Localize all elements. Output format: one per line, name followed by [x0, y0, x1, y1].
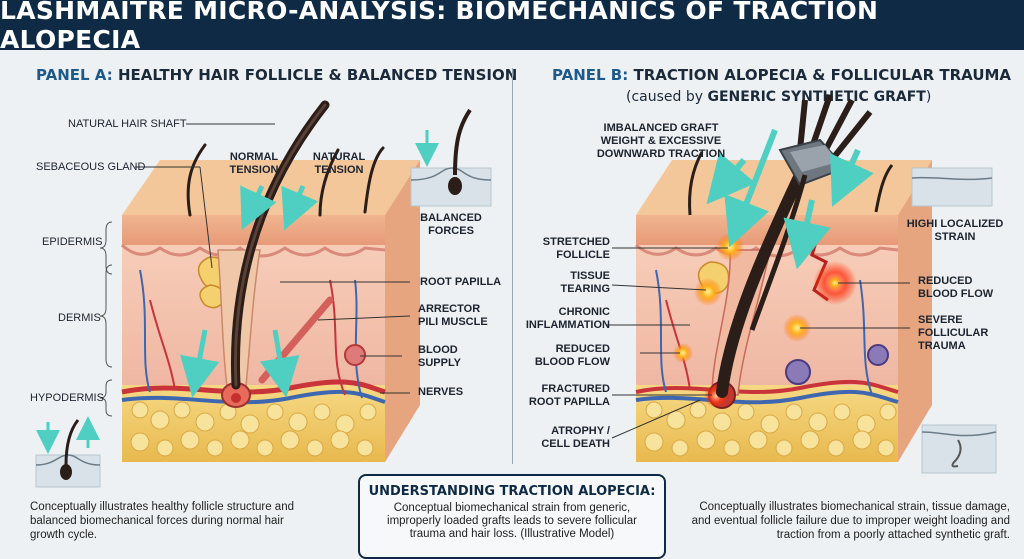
label-hypodermis: HYPODERMIS — [30, 392, 104, 404]
label-blood-line2: SUPPLY — [418, 357, 462, 369]
understanding-heading: UNDERSTANDING TRACTION ALOPECIA: — [368, 484, 656, 499]
layer-brackets — [99, 221, 113, 417]
label-high-strain-line1: HIGHI LOCALIZED — [906, 218, 1004, 230]
label-reduced-right-line2: BLOOD FLOW — [918, 288, 994, 300]
panel-b-leaders — [606, 247, 910, 439]
label-severe-line2: FOLLICULAR — [918, 327, 989, 339]
label-blood-line1: BLOOD — [418, 344, 458, 356]
panel-b-traction-arrows — [706, 128, 874, 270]
label-stretched-line1: STRETCHED — [542, 236, 610, 248]
label-balanced-line2: FORCES — [428, 225, 474, 237]
label-balanced-line1: BALANCED — [420, 212, 482, 224]
label-normal-tension-line2: TENSION — [229, 164, 279, 176]
panel-a-caption: Conceptually illustrates healthy follicl… — [30, 501, 294, 541]
panel-b-caption: Conceptually illustrates biomechanical s… — [691, 501, 1010, 541]
panel-a-skin-block — [120, 160, 420, 462]
label-reduced-left-line2: BLOOD FLOW — [534, 356, 610, 368]
label-imbalanced-line2: WEIGHT & EXCESSIVE — [600, 135, 722, 147]
balanced-forces-box — [410, 108, 492, 207]
panel-divider — [512, 68, 513, 464]
synthetic-graft — [688, 94, 894, 398]
panel-b-title: PANEL B: TRACTION ALOPECIA & FOLLICULAR … — [552, 66, 1011, 84]
label-natural-tension-line2: TENSION — [314, 164, 364, 176]
label-normal-tension-line1: NORMAL — [229, 151, 279, 163]
label-stretched-line2: FOLLICLE — [556, 249, 610, 261]
label-tissue-line1: TISSUE — [570, 270, 610, 282]
label-imbalanced-line1: IMBALANCED GRAFT — [603, 122, 719, 134]
panel-a-tension-arrows — [180, 184, 319, 398]
panel-a-title-text: HEALTHY HAIR FOLLICLE & BALANCED TENSION — [117, 66, 518, 84]
label-arrector-line1: ARRECTOR — [418, 303, 481, 315]
panel-a-small-icon — [35, 416, 101, 488]
panel-b-subtitle: (caused by GENERIC SYNTHETIC GRAFT) — [626, 89, 931, 105]
panel-b-subtitle-bold: GENERIC SYNTHETIC GRAFT — [707, 89, 926, 105]
panel-a-title: PANEL A: HEALTHY HAIR FOLLICLE & BALANCE… — [36, 66, 517, 84]
label-atrophy-cell-death: ATROPHY /CELL DEATH — [520, 425, 610, 451]
main-title: LASHMAITRE MICRO-ANALYSIS: BIOMECHANICS … — [0, 0, 879, 54]
label-chronic-line1: CHRONIC — [558, 306, 610, 318]
label-root-papilla: ROOT PAPILLA — [420, 276, 502, 288]
label-high-strain-line2: STRAIN — [934, 231, 976, 243]
understanding-text: Conceptual biomechanical strain from gen… — [387, 502, 637, 540]
label-dermis: DERMIS — [58, 312, 101, 324]
panel-a-prefix: PANEL A: — [36, 66, 113, 84]
label-sebaceous-gland: SEBACEOUS GLAND — [36, 161, 146, 173]
title-bar: LASHMAITRE MICRO-ANALYSIS: BIOMECHANICS … — [0, 0, 1024, 54]
label-fractured-line1: FRACTURED — [541, 383, 610, 395]
panel-b-subtitle-pre: (caused by — [626, 89, 708, 105]
label-nerves: NERVES — [418, 386, 464, 398]
label-atrophy-line2: CELL DEATH — [541, 438, 610, 450]
label-severe-line1: SEVERE — [918, 314, 963, 326]
panel-b-prefix: PANEL B: — [552, 66, 629, 84]
label-chronic-line2: INFLAMMATION — [525, 319, 610, 331]
label-fractured-line2: ROOT PAPILLA — [528, 396, 610, 408]
panel-a-hair — [186, 100, 385, 390]
label-reduced-right-line1: REDUCED — [918, 275, 973, 287]
label-tissue-line2: TEARING — [560, 283, 611, 295]
label-arrector-line2: PILI MUSCLE — [418, 316, 488, 328]
label-imbalanced-line3: DOWNWARD TRACTION — [596, 148, 726, 160]
label-reduced-left-line1: REDUCED — [555, 343, 610, 355]
understanding-box: UNDERSTANDING TRACTION ALOPECIA: Concept… — [358, 474, 666, 559]
label-natural-hair-shaft: NATURAL HAIR SHAFT — [68, 118, 187, 130]
label-atrophy-line1: ATROPHY / — [551, 425, 610, 437]
panel-b-title-text: TRACTION ALOPECIA & FOLLICULAR TRAUMA — [633, 66, 1012, 84]
panel-b-subtitle-post: ) — [925, 89, 932, 105]
label-epidermis: EPIDERMIS — [42, 236, 103, 248]
label-natural-tension-line1: NATURAL — [312, 151, 366, 163]
panel-a-leaders — [135, 123, 411, 394]
strain-icons — [911, 167, 997, 474]
label-severe-line3: TRAUMA — [918, 340, 966, 352]
